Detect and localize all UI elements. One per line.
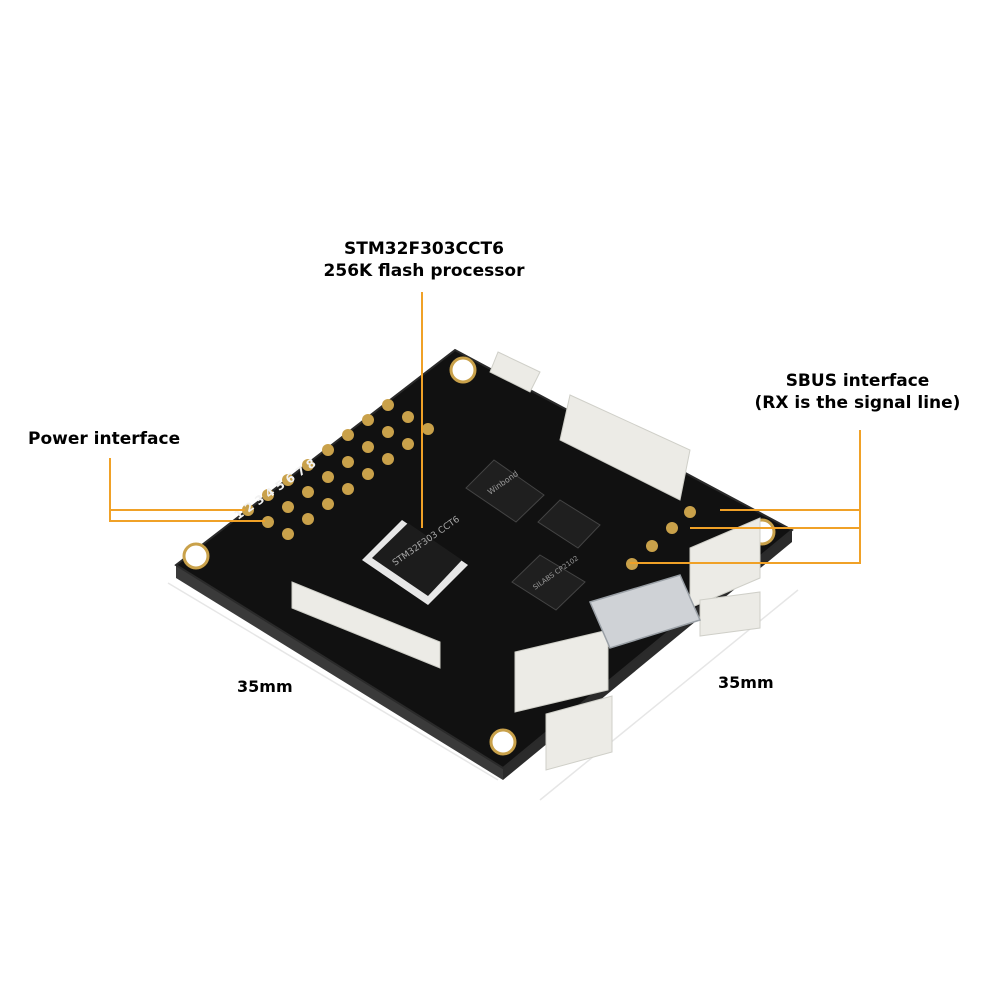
pin-pad: [302, 486, 314, 498]
pin-pad: [282, 501, 294, 513]
pin-pad: [282, 474, 294, 486]
small-chip: [537, 499, 601, 549]
pin-header-pads: [242, 399, 434, 540]
top-connectors: [489, 351, 691, 501]
pin-pad: [402, 438, 414, 450]
pin-pad: [302, 513, 314, 525]
processor-title: STM32F303CCT6: [344, 239, 504, 259]
dimension-right-label: 35mm: [718, 673, 774, 692]
pin-pad: [322, 444, 334, 456]
sbus-callout: SBUS interface (RX is the signal line): [745, 370, 970, 414]
pin-pad: [382, 426, 394, 438]
leader-lines: [109, 292, 861, 564]
pin-pad: [282, 528, 294, 540]
pin-pad: [262, 489, 274, 501]
processor-callout: STM32F303CCT6 256K flash processor: [318, 238, 530, 282]
pin-pad: [342, 456, 354, 468]
pin-pad: [342, 429, 354, 441]
pin-pad: [302, 459, 314, 471]
processor-subtitle: 256K flash processor: [323, 261, 525, 281]
pin-pad: [362, 414, 374, 426]
pin-pad: [262, 516, 274, 528]
pin-pad: [382, 453, 394, 465]
sbus-subtitle: (RX is the signal line): [754, 393, 961, 413]
pin-pad: [322, 498, 334, 510]
pin-pad: [362, 468, 374, 480]
pin-pad: [242, 504, 254, 516]
power-callout: Power interface: [28, 429, 181, 449]
pin-pad: [402, 411, 414, 423]
flash-chip: Winbond: [465, 459, 545, 523]
usb-bridge-chip: SILABS CP2102: [511, 554, 586, 611]
pcb-board: 1 2 3 4 5 6 7 8 STM32F303 CCT6 Winbond S…: [174, 348, 794, 780]
pin-pad: [322, 471, 334, 483]
mounting-holes: [182, 356, 776, 756]
power-leader: [109, 458, 265, 522]
usb-port: [588, 574, 702, 649]
pcb-edge-left: [176, 565, 503, 780]
pin-pad: [422, 423, 434, 435]
pin-pad: [382, 399, 394, 411]
sbus-title: SBUS interface: [785, 371, 930, 391]
sbus-pads: [626, 506, 696, 570]
pin-pad: [362, 441, 374, 453]
pin-pad: [342, 483, 354, 495]
dimension-left-label: 35mm: [237, 677, 293, 696]
sbus-leader: [630, 430, 861, 564]
